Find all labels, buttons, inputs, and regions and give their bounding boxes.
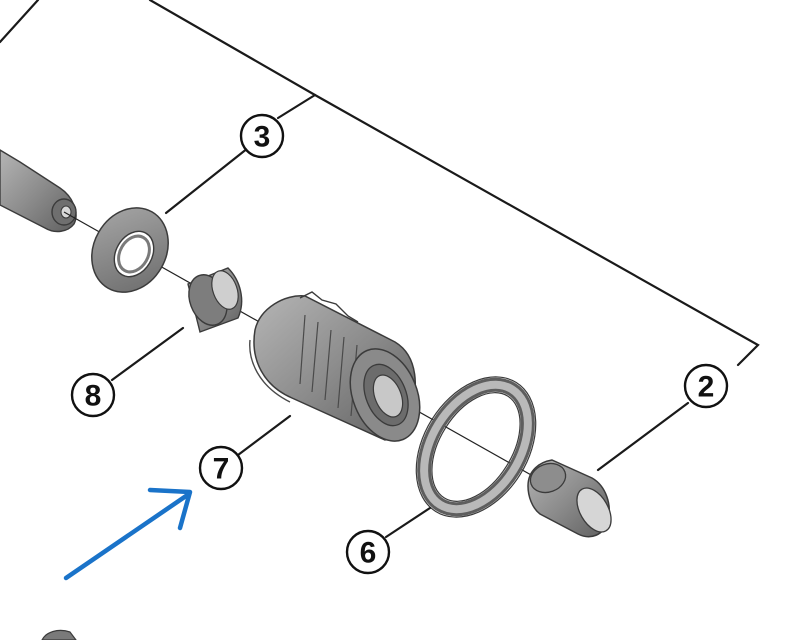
callout-2-label: 2 bbox=[698, 371, 715, 404]
callout-8: 8 bbox=[70, 372, 116, 418]
pointer-arrow-icon bbox=[63, 487, 193, 581]
callout-8-label: 8 bbox=[85, 380, 102, 413]
partial-part-bottom bbox=[41, 629, 77, 640]
part-7-freehub-body bbox=[249, 291, 421, 442]
part-2-end-cap bbox=[527, 459, 612, 538]
part-6-seal-ring bbox=[415, 376, 537, 518]
callout-3: 3 bbox=[239, 113, 285, 159]
callout-6: 6 bbox=[345, 529, 391, 575]
callout-2: 2 bbox=[683, 363, 729, 409]
part-3-bearing-ring bbox=[91, 207, 169, 293]
callout-7-label: 7 bbox=[213, 453, 230, 486]
part-8-spacer-sleeve bbox=[187, 267, 243, 333]
group-bracket bbox=[0, 0, 760, 367]
axle-part bbox=[0, 149, 77, 233]
leader-lines bbox=[110, 146, 690, 539]
callout-3-label: 3 bbox=[254, 121, 271, 154]
callout-6-label: 6 bbox=[360, 537, 377, 570]
callout-7: 7 bbox=[198, 445, 244, 491]
